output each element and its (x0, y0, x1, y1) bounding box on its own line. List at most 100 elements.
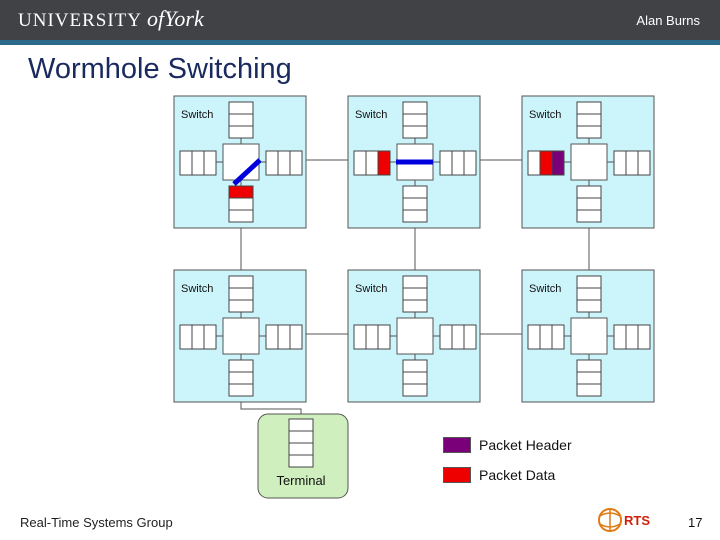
buffer-queue (265, 324, 303, 350)
logo-york-text: York (164, 6, 204, 31)
packet-header-label: Packet Header (479, 437, 572, 453)
switch-core (396, 317, 434, 355)
switch-node: Switch (347, 269, 481, 403)
buffer-slot (451, 150, 465, 176)
university-of-york-logo: UNIVERSITY ofYork (18, 6, 204, 32)
buffer-slot (527, 324, 541, 350)
packet-header-swatch (443, 437, 471, 453)
buffer-slot (576, 185, 602, 199)
buffer-slot (353, 150, 367, 176)
footer-group-name: Real-Time Systems Group (20, 515, 173, 530)
buffer-queue (527, 324, 565, 350)
switch-core (222, 317, 260, 355)
buffer-queue (576, 101, 602, 139)
buffer-slot (289, 150, 303, 176)
buffer-slot (228, 125, 254, 139)
buffer-slot (637, 324, 651, 350)
buffer-slot (402, 197, 428, 211)
terminal-buffer-slot (288, 442, 314, 456)
buffer-slot (228, 383, 254, 397)
switch-core (570, 317, 608, 355)
buffer-slot (576, 209, 602, 223)
buffer-slot (551, 150, 565, 176)
buffer-slot (191, 150, 205, 176)
buffer-slot (451, 324, 465, 350)
buffer-slot (228, 359, 254, 373)
buffer-queue (402, 101, 428, 139)
buffer-slot (613, 150, 627, 176)
buffer-slot (439, 324, 453, 350)
buffer-slot (228, 299, 254, 313)
buffer-slot (527, 150, 541, 176)
buffer-slot (353, 324, 367, 350)
buffer-slot (203, 324, 217, 350)
buffer-slot (402, 113, 428, 127)
active-route-link (232, 158, 262, 186)
buffer-slot (179, 150, 193, 176)
buffer-queue (576, 185, 602, 223)
buffer-slot (576, 287, 602, 301)
terminal-buffer-slot (288, 418, 314, 432)
packet-data-label: Packet Data (479, 467, 556, 483)
buffer-slot (191, 324, 205, 350)
switch-node: Switch (521, 95, 655, 229)
buffer-slot (576, 275, 602, 289)
buffer-slot (625, 150, 639, 176)
buffer-slot (228, 197, 254, 211)
terminal-buffer-slot (288, 430, 314, 444)
author-name: Alan Burns (636, 13, 700, 28)
buffer-slot (377, 150, 391, 176)
switch-node: Switch (521, 269, 655, 403)
buffer-slot (228, 371, 254, 385)
buffer-queue (179, 150, 217, 176)
buffer-slot (637, 150, 651, 176)
buffer-slot (228, 287, 254, 301)
buffer-slot (539, 324, 553, 350)
buffer-queue (402, 359, 428, 397)
buffer-slot (402, 185, 428, 199)
buffer-queue (228, 275, 254, 313)
buffer-slot (539, 150, 553, 176)
buffer-slot (402, 299, 428, 313)
buffer-queue (613, 324, 651, 350)
terminal-node: Terminal (257, 413, 349, 499)
header-accent-stripe (0, 40, 720, 45)
buffer-queue (613, 150, 651, 176)
buffer-slot (576, 383, 602, 397)
page-number: 17 (688, 515, 703, 530)
buffer-slot (402, 101, 428, 115)
buffer-slot (576, 125, 602, 139)
buffer-slot (228, 101, 254, 115)
buffer-slot (576, 113, 602, 127)
buffer-slot (377, 324, 391, 350)
buffer-queue (228, 101, 254, 139)
buffer-queue (402, 185, 428, 223)
switch-label: Switch (529, 109, 561, 121)
rts-logo-text: RTS (624, 513, 650, 528)
terminal-buffer-slot (288, 454, 314, 468)
buffer-queue (228, 185, 254, 223)
buffer-slot (228, 185, 254, 199)
buffer-slot (265, 150, 279, 176)
switch-label: Switch (181, 109, 213, 121)
buffer-slot (365, 324, 379, 350)
buffer-slot (277, 324, 291, 350)
switch-label: Switch (181, 283, 213, 295)
buffer-slot (402, 209, 428, 223)
buffer-slot (402, 359, 428, 373)
buffer-queue (228, 359, 254, 397)
buffer-slot (179, 324, 193, 350)
switch-label: Switch (355, 283, 387, 295)
buffer-slot (228, 113, 254, 127)
buffer-queue (527, 150, 565, 176)
buffer-queue (179, 324, 217, 350)
buffer-slot (576, 197, 602, 211)
buffer-slot (551, 324, 565, 350)
terminal-label: Terminal (276, 473, 325, 488)
switch-core (570, 143, 608, 181)
buffer-queue (439, 150, 477, 176)
buffer-slot (576, 371, 602, 385)
buffer-slot (402, 383, 428, 397)
